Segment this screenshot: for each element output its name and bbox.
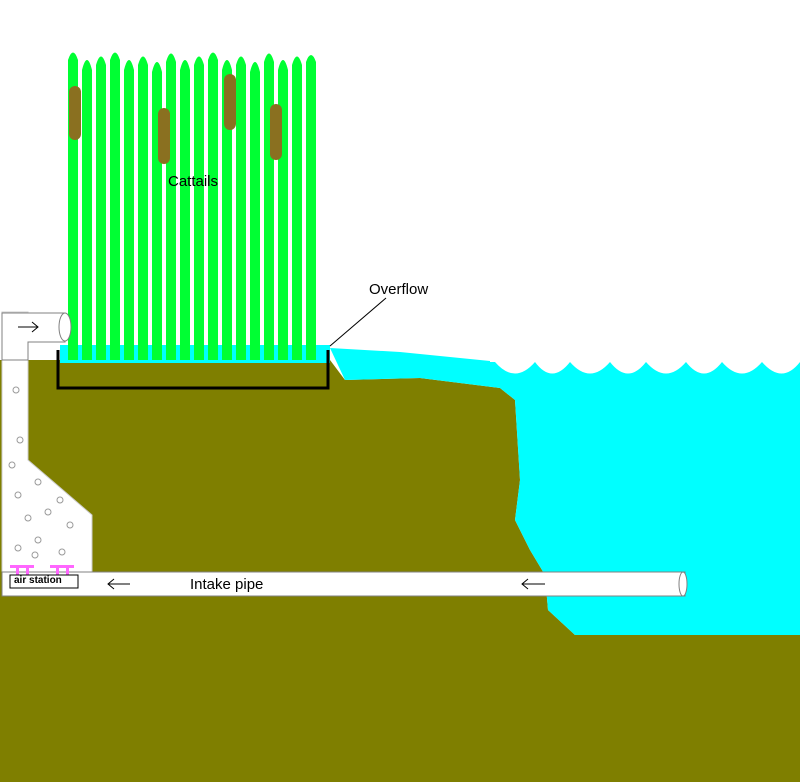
flow-arrow-icon bbox=[18, 321, 39, 333]
bubbles bbox=[6, 341, 74, 559]
wetland-bed-liner bbox=[56, 350, 330, 390]
air-station-label: air station bbox=[14, 575, 62, 586]
cattails-label: Cattails bbox=[168, 173, 219, 190]
intake-pipe-label: Intake pipe bbox=[190, 576, 264, 593]
intake-pipe bbox=[1, 571, 686, 597]
air-diffusers bbox=[10, 565, 74, 576]
overflow-label: Overflow bbox=[369, 281, 429, 298]
air-station-box bbox=[9, 574, 79, 589]
soil-ground bbox=[0, 360, 800, 782]
cattail-stems bbox=[68, 52, 316, 360]
outlet-pipe bbox=[1, 312, 66, 361]
intake-pipe-end bbox=[678, 571, 688, 597]
cattail-heads bbox=[69, 74, 282, 164]
water-waves bbox=[490, 340, 800, 374]
intake-arrow-icon bbox=[107, 578, 545, 590]
outlet-pipe-end bbox=[58, 312, 72, 342]
overflow-leader-line bbox=[329, 297, 387, 347]
pond-water bbox=[330, 348, 800, 635]
